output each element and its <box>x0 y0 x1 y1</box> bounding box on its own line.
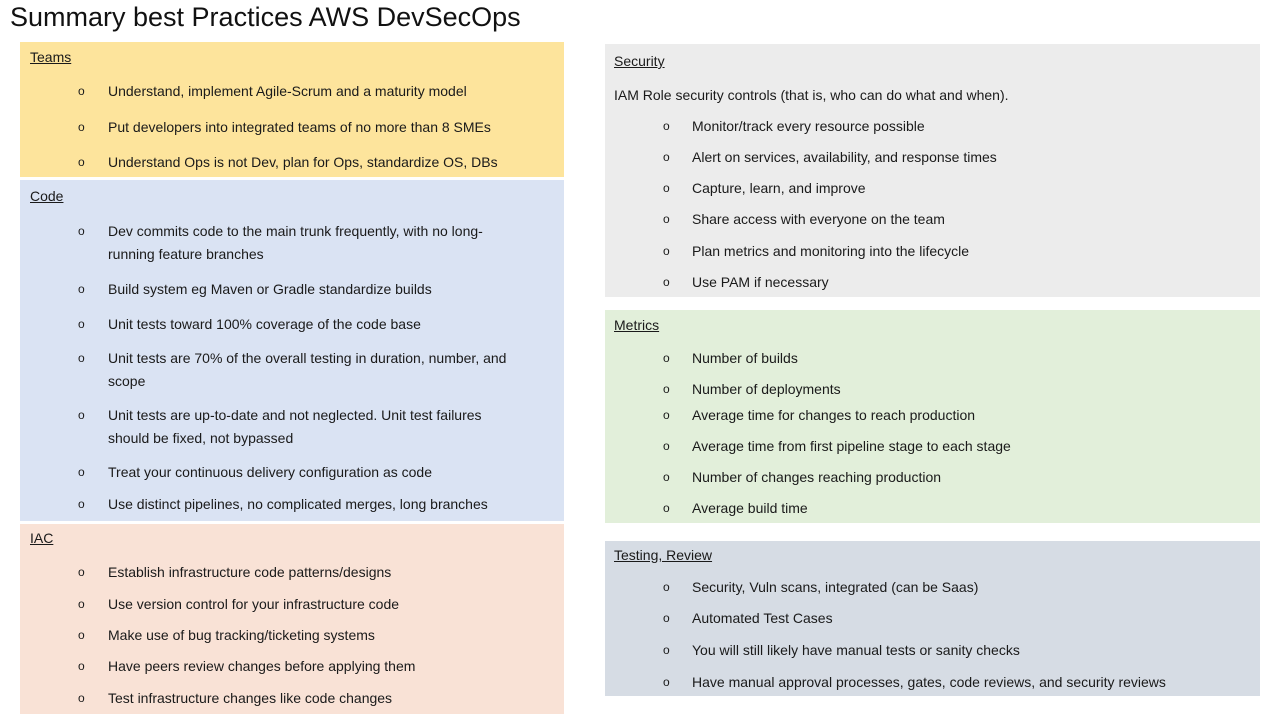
iac-panel: IAC o Establish infrastructure code patt… <box>20 524 564 714</box>
bullet-marker: o <box>78 565 85 579</box>
bullet-marker: o <box>663 408 670 422</box>
bullet-marker: o <box>663 212 670 226</box>
bullet-marker: o <box>663 611 670 625</box>
bullet-marker: o <box>663 150 670 164</box>
metrics-panel: Metrics o Number of builds o Number of d… <box>605 310 1260 523</box>
teams-panel: Teams o Understand, implement Agile-Scru… <box>20 42 564 177</box>
bullet-marker: o <box>663 275 670 289</box>
bullet-marker: o <box>663 580 670 594</box>
bullet-marker: o <box>78 408 85 422</box>
bullet-marker: o <box>78 497 85 511</box>
security-panel: Security IAM Role security controls (tha… <box>605 44 1260 297</box>
bullet-marker: o <box>78 282 85 296</box>
testing-review-panel: Testing, Review o Security, Vuln scans, … <box>605 541 1260 696</box>
security-heading: Security <box>614 53 665 69</box>
bullet-marker: o <box>78 317 85 331</box>
bullet-marker: o <box>663 119 670 133</box>
bullet-marker: o <box>78 155 85 169</box>
bullet-marker: o <box>78 224 85 238</box>
bullet-marker: o <box>663 181 670 195</box>
security-intro: IAM Role security controls (that is, who… <box>614 87 1009 103</box>
bullet-marker: o <box>78 351 85 365</box>
bullet-marker: o <box>663 643 670 657</box>
bullet-marker: o <box>78 465 85 479</box>
bullet-marker: o <box>78 120 85 134</box>
bullet-marker: o <box>663 501 670 515</box>
testing-review-heading: Testing, Review <box>614 547 713 563</box>
bullet-marker: o <box>663 439 670 453</box>
code-panel: Code o Dev commits code to the main trun… <box>20 180 564 521</box>
bullet-marker: o <box>78 84 85 98</box>
bullet-marker: o <box>663 470 670 484</box>
code-heading: Code <box>30 188 64 204</box>
bullet-marker: o <box>663 675 670 689</box>
bullet-marker: o <box>78 691 85 705</box>
bullet-marker: o <box>663 244 670 258</box>
bullet-marker: o <box>663 351 670 365</box>
page-title: Summary best Practices AWS DevSecOps <box>10 2 521 32</box>
bullet-marker: o <box>78 597 85 611</box>
bullet-marker: o <box>78 659 85 673</box>
bullet-marker: o <box>663 382 670 396</box>
iac-heading: IAC <box>30 530 54 546</box>
bullet-marker: o <box>78 628 85 642</box>
metrics-heading: Metrics <box>614 317 660 333</box>
teams-heading: Teams <box>30 49 72 65</box>
